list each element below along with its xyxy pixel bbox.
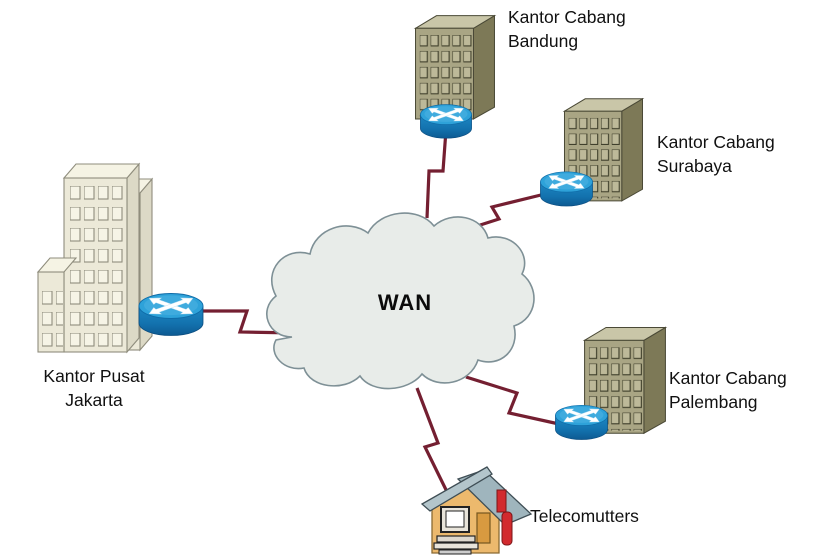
label-jakarta-line2: Jakarta: [65, 390, 123, 410]
label-jakarta: Kantor Pusat Jakarta: [35, 364, 153, 412]
label-palembang: Kantor Cabang Palembang: [669, 366, 787, 414]
office-building-icon-jakarta: [36, 162, 154, 354]
wan-cloud-icon: [266, 212, 535, 390]
label-surabaya: Kantor Cabang Surabaya: [657, 130, 775, 178]
router-icon-bandung: [419, 104, 473, 139]
label-surabaya-line2: Surabaya: [657, 156, 732, 176]
router-icon-jakarta: [138, 292, 204, 337]
link-bandung-wan: [425, 129, 448, 219]
label-telecommuters: Telecomutters: [530, 506, 639, 526]
office-building-icon-bandung: [414, 15, 496, 120]
label-palembang-line1: Kantor Cabang: [669, 368, 787, 388]
router-icon-palembang: [555, 404, 608, 440]
link-telecommuters-wan: [415, 387, 454, 503]
link-palembang-wan: [465, 375, 560, 426]
label-surabaya-line1: Kantor Cabang: [657, 132, 775, 152]
link-jakarta-wan: [201, 309, 299, 335]
label-bandung-line1: Kantor Cabang: [508, 7, 626, 27]
label-bandung: Kantor Cabang Bandung: [508, 5, 626, 53]
house-with-computer-icon: [420, 466, 533, 555]
label-bandung-line2: Bandung: [508, 31, 579, 51]
label-palembang-line2: Palembang: [669, 392, 758, 412]
label-jakarta-line1: Kantor Pusat: [43, 366, 145, 386]
router-icon-surabaya: [540, 171, 593, 207]
wan-label: WAN: [377, 290, 433, 315]
